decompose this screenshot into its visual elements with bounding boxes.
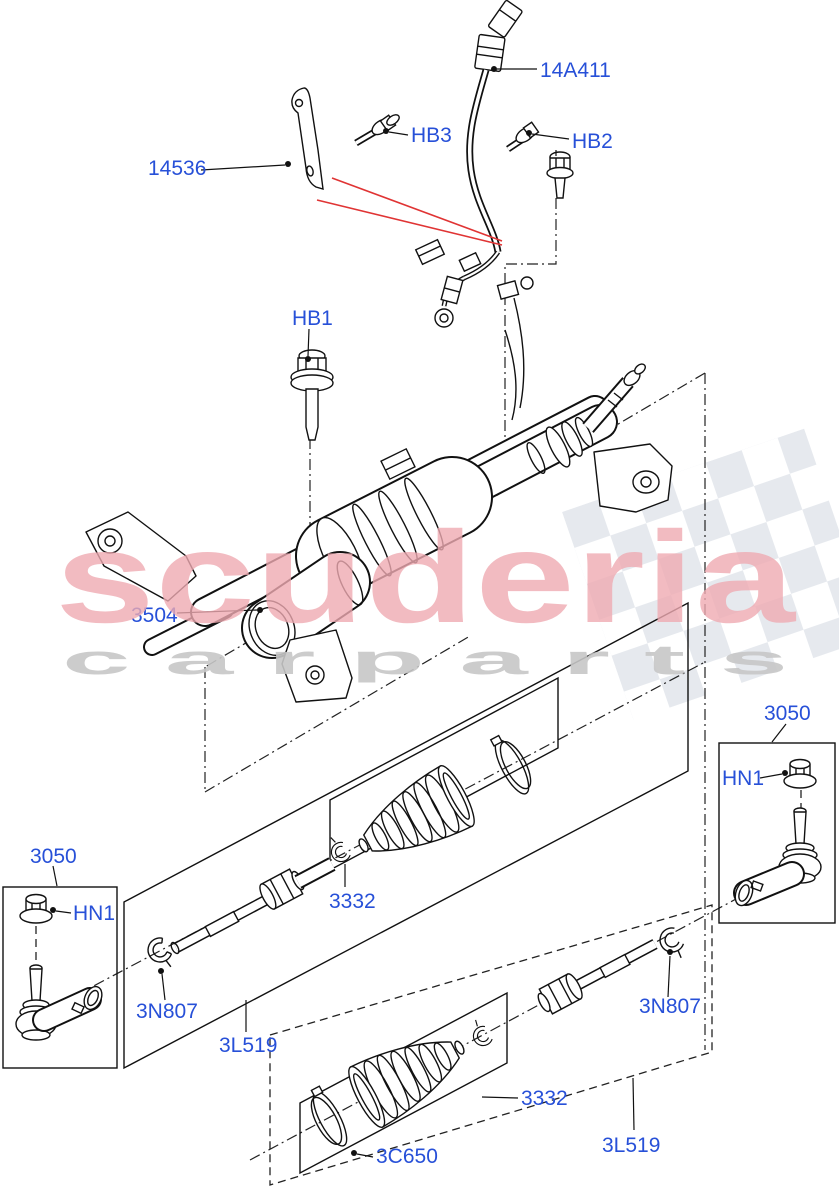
upper-boot-box: [329, 676, 559, 872]
red-highlight-lines: [316, 177, 503, 246]
bolt-hb1-drawing: [290, 349, 334, 441]
part-label-14536: 14536: [148, 157, 206, 180]
part-label-hb3: HB3: [411, 124, 452, 147]
steering-gear-drawing: [85, 276, 673, 703]
part-label-3504: 3504: [131, 604, 178, 627]
harness-drawing: [414, 0, 523, 328]
upper-rod-group-box: [123, 601, 689, 1070]
part-label-3332-lower: 3332: [521, 1087, 568, 1110]
leader-lines: [50, 66, 788, 1158]
tie-rod-end-left-box: [2, 886, 118, 1069]
part-labels: 14A411 HB3 HB2 14536 HB1 3504 3050 HN1 3…: [30, 59, 811, 1168]
bolt-hb2a-drawing: [506, 121, 540, 152]
lower-rod-group-box: [269, 904, 713, 1186]
bracket-drawing: [291, 87, 324, 190]
part-label-hn1-right: HN1: [722, 767, 764, 790]
part-label-3c650: 3C650: [376, 1145, 438, 1168]
brand-watermark-tagline: c a r p a r t s: [62, 636, 788, 683]
part-label-3l519-lower: 3L519: [602, 1134, 660, 1157]
tie-rod-end-left-drawing: [15, 893, 103, 1041]
part-label-3050-right: 3050: [764, 702, 811, 725]
bolt-hb3-drawing: [354, 114, 400, 147]
tie-rod-end-right-drawing: [733, 758, 822, 907]
lower-inner-rod-drawing: [310, 927, 685, 1147]
lower-boot-box: [299, 991, 508, 1175]
bolt-hb2b-drawing: [546, 151, 574, 199]
part-label-3n807-right: 3N807: [639, 995, 701, 1018]
brand-watermark: scuderia c a r p a r t s: [55, 504, 797, 683]
part-label-hn1-left: HN1: [73, 902, 115, 925]
tie-rod-end-right-box: [718, 742, 836, 924]
brand-watermark-text: scuderia: [55, 504, 797, 650]
part-label-3n807-left: 3N807: [136, 1000, 198, 1023]
part-label-3l519-upper: 3L519: [219, 1034, 277, 1057]
part-label-14a411: 14A411: [540, 59, 611, 82]
part-label-3050-left: 3050: [30, 845, 77, 868]
part-label-hb1: HB1: [292, 307, 333, 330]
part-label-3332-upper: 3332: [329, 890, 376, 913]
upper-inner-rod-drawing: [147, 734, 532, 968]
part-label-hb2: HB2: [572, 130, 613, 153]
